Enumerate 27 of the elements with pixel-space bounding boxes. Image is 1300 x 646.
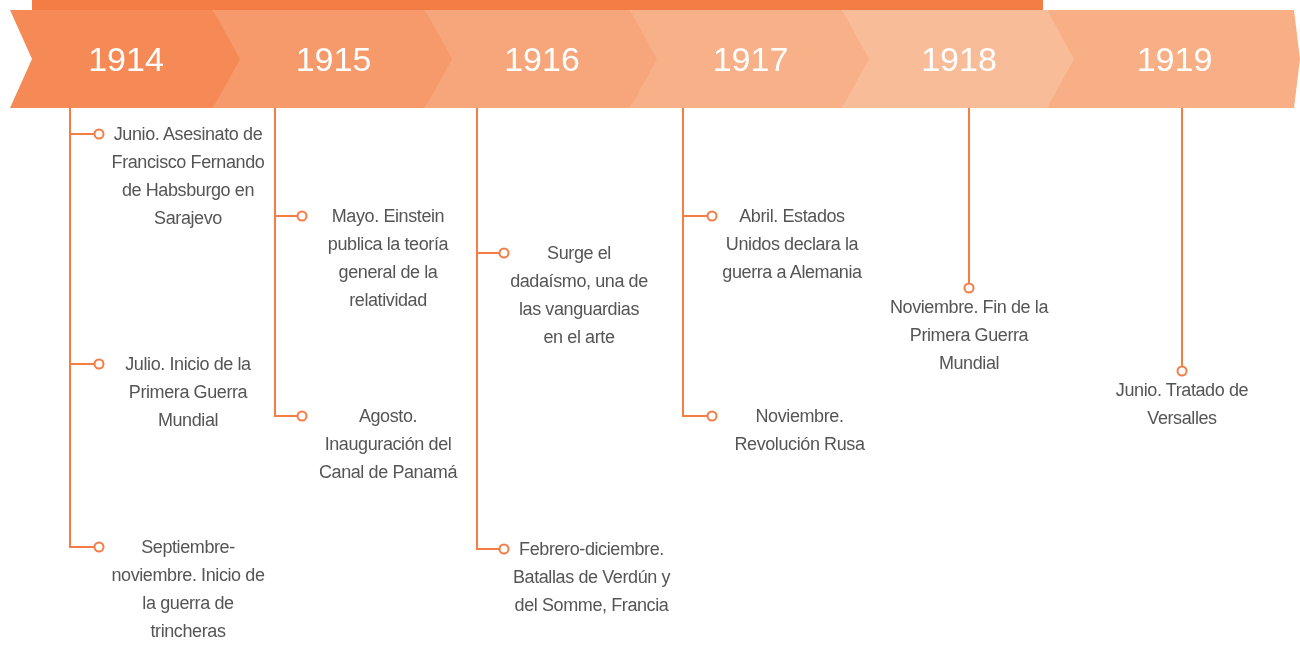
connector-line — [682, 107, 718, 422]
event-text: Surge el dadaísmo, una de las vanguardias en el arte — [509, 239, 649, 351]
year-banner — [630, 10, 869, 108]
year-label: 1918 — [921, 39, 997, 79]
year-banner — [10, 10, 240, 108]
event-text: Noviembre. Revolución Rusa — [717, 402, 882, 458]
year-label: 1916 — [504, 39, 580, 79]
year-banner — [1047, 10, 1300, 108]
year-label: 1919 — [1136, 39, 1213, 79]
connector-line — [1176, 107, 1188, 377]
year-banner — [213, 10, 452, 108]
event-text: Agosto. Inauguración del Canal de Panamá — [307, 402, 469, 486]
event-text: Abril. Estados Unidos declara la guerra a Alemania — [717, 202, 867, 286]
event-text: Junio. Tratado de Versalles — [1097, 376, 1267, 432]
event-text: Mayo. Einstein publica la teoría general de la relatividad — [307, 202, 469, 314]
event-text: Junio. Asesinato de Francisco Fernando de Habsburgo en Sarajevo — [104, 120, 272, 232]
connector-line — [963, 107, 975, 294]
event-text: Noviembre. Fin de la Primera Guerra Mundial — [884, 293, 1054, 377]
year-banner — [425, 10, 657, 108]
year-banner — [842, 10, 1074, 108]
event-text: Julio. Inicio de la Primera Guerra Mundial — [104, 350, 272, 434]
connector-line — [274, 107, 308, 422]
event-text: Septiembre- noviembre. Inicio de la guerra de trincheras — [104, 533, 272, 645]
year-label: 1917 — [712, 39, 789, 79]
event-text: Febrero-diciembre. Batallas de Verdún y del Somme, Francia — [509, 535, 674, 619]
year-label: 1915 — [295, 39, 372, 79]
year-label: 1914 — [88, 39, 164, 79]
